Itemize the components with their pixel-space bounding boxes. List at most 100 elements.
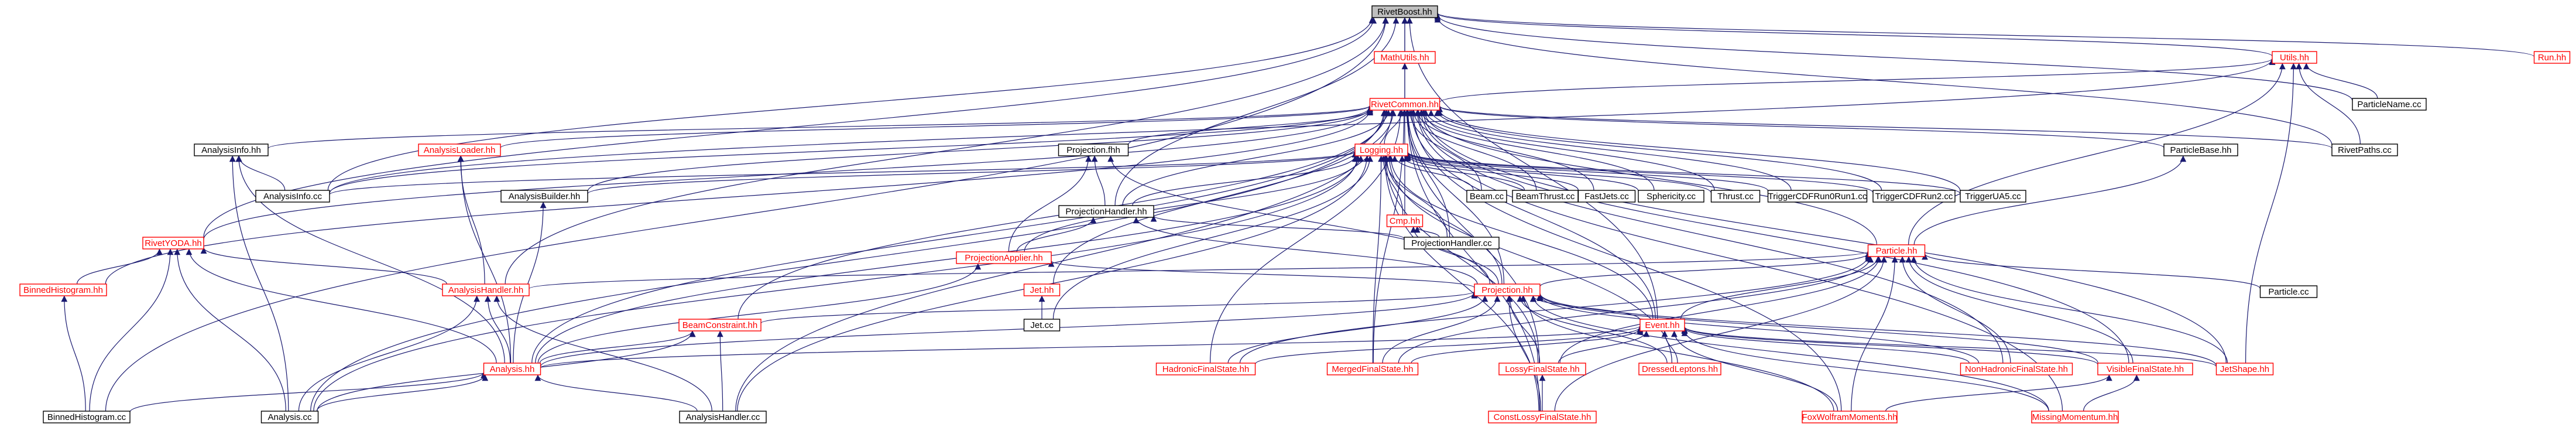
node-box <box>1577 190 1636 203</box>
node-jet-hh[interactable]: Jet.hh <box>1023 283 1061 296</box>
node-label: BinnedHistogram.hh <box>23 285 103 295</box>
node-missingmomentum-hh[interactable]: MissingMomentum.hh <box>2031 411 2119 423</box>
node-run-hh[interactable]: Run.hh <box>2533 51 2571 64</box>
edge-hadronicfinalstate-hh-to-event-hh <box>1254 327 1644 365</box>
node-label: ProjectionHandler.cc <box>1411 238 1492 248</box>
node-projectionhandler-hh[interactable]: ProjectionHandler.hh <box>1058 205 1154 218</box>
node-label: BinnedHistogram.cc <box>47 412 126 422</box>
edge-jet-hh-to-rivetcommon-hh <box>1053 110 1397 285</box>
edge-rivetcommon-hh-to-utils-hh <box>1439 58 2276 103</box>
node-fastjets-cc[interactable]: FastJets.cc <box>1577 190 1636 203</box>
edge-nonhadronicfinalstate-hh-to-projection-hh <box>1536 295 1980 364</box>
node-particlebase-hh[interactable]: ParticleBase.hh <box>2163 143 2238 156</box>
node-visiblefinalstate-hh[interactable]: VisibleFinalState.hh <box>2097 363 2193 375</box>
node-logging-hh[interactable]: Logging.hh <box>1354 143 1408 156</box>
edge-rivetpaths-cc-to-rivetboost-hh <box>1434 16 2333 145</box>
node-thrust-cc[interactable]: Thrust.cc <box>1710 190 1761 203</box>
node-box <box>43 411 131 423</box>
edge-analysis-cc-to-analysishandler-hh <box>298 295 480 412</box>
node-beamthrust-cc[interactable]: BeamThrust.cc <box>1512 190 1579 203</box>
node-projection-fhh[interactable]: Projection.fhh <box>1058 143 1129 156</box>
node-sphericity-cc[interactable]: Sphericity.cc <box>1638 190 1704 203</box>
node-rivetboost-hh[interactable]: RivetBoost.hh <box>1371 5 1438 18</box>
node-box <box>1058 143 1129 156</box>
edge-triggerua5-cc-to-logging-hh <box>1404 151 1961 194</box>
node-projectionhandler-cc[interactable]: ProjectionHandler.cc <box>1404 237 1500 250</box>
node-foxwolframmoments-hh[interactable]: FoxWolframMoments.hh <box>1802 411 1898 423</box>
edge-jetshape-hh-to-projection-hh <box>1536 293 2217 366</box>
node-utils-hh[interactable]: Utils.hh <box>2272 51 2317 64</box>
node-analysisinfo-hh[interactable]: AnalysisInfo.hh <box>194 143 269 156</box>
edge-analysis-cc-to-logging-hh <box>313 155 1361 412</box>
node-dressedleptons-hh[interactable]: DressedLeptons.hh <box>1638 363 1721 375</box>
edge-projection-hh-to-cmp-hh <box>1410 226 1499 285</box>
edge-projectionhandler-cc-to-rivetcommon-hh <box>1404 110 1450 238</box>
edge-analysis-hh-to-analysisbuilder-hh <box>513 201 547 364</box>
node-binnedhistogram-cc[interactable]: BinnedHistogram.cc <box>43 411 131 423</box>
node-label: Projection.fhh <box>1066 145 1120 155</box>
node-triggercdfrun2-cc[interactable]: TriggerCDFRun2.cc <box>1872 190 1956 203</box>
node-label: Logging.hh <box>1360 145 1403 155</box>
edge-analysisbuilder-hh-to-logging-hh <box>587 151 1359 194</box>
node-triggerua5-cc[interactable]: TriggerUA5.cc <box>1960 190 2026 203</box>
node-binnedhistogram-hh[interactable]: BinnedHistogram.hh <box>19 283 107 296</box>
node-analysisbuilder-hh[interactable]: AnalysisBuilder.hh <box>500 190 588 203</box>
node-jetshape-hh[interactable]: JetShape.hh <box>2215 363 2274 375</box>
node-analysis-hh[interactable]: Analysis.hh <box>483 363 541 375</box>
node-beam-cc[interactable]: Beam.cc <box>1466 190 1507 203</box>
node-particlename-cc[interactable]: ParticleName.cc <box>2352 98 2427 111</box>
node-label: ConstLossyFinalState.hh <box>1494 412 1591 422</box>
node-rivetpaths-cc[interactable]: RivetPaths.cc <box>2331 143 2398 156</box>
node-jet-cc[interactable]: Jet.cc <box>1023 319 1061 332</box>
node-label: AnalysisLoader.hh <box>424 145 496 155</box>
edge-binnedhistogram-hh-to-rivetcommon-hh <box>105 108 1373 285</box>
node-mergedfinalstate-hh[interactable]: MergedFinalState.hh <box>1326 363 1419 375</box>
edge-dressedleptons-hh-to-projection-hh <box>1517 295 1668 364</box>
edge-mergedfinalstate-hh-to-particle-hh <box>1398 256 1874 364</box>
edge-triggercdfrun0run1-cc-to-rivetcommon-hh <box>1428 110 1792 191</box>
node-beamconstraint-hh[interactable]: BeamConstraint.hh <box>678 319 762 332</box>
edge-constlossyfinalstate-hh-to-particle-hh <box>1554 256 1888 412</box>
node-rivetcommon-hh[interactable]: RivetCommon.hh <box>1369 98 1440 111</box>
edge-projectionhandler-cc-to-projectionhandler-hh <box>1150 215 1405 240</box>
node-box <box>142 237 204 250</box>
node-hadronicfinalstate-hh[interactable]: HadronicFinalState.hh <box>1155 363 1256 375</box>
node-constlossyfinalstate-hh[interactable]: ConstLossyFinalState.hh <box>1488 411 1597 423</box>
edge-projectionapplier-hh-to-projection-fhh <box>1008 155 1092 252</box>
edge-foxwolframmoments-hh-to-projection-hh <box>1519 295 1834 412</box>
node-nonhadronicfinalstate-hh[interactable]: NonHadronicFinalState.hh <box>1960 363 2073 375</box>
node-triggercdfrun0run1-cc[interactable]: TriggerCDFRun0Run1.cc <box>1767 190 1868 203</box>
node-label: AnalysisInfo.hh <box>201 145 261 155</box>
node-mathutils-hh[interactable]: MathUtils.hh <box>1374 51 1436 64</box>
edge-analysis-hh-to-rivetcommon-hh <box>531 110 1388 364</box>
node-analysishandler-hh[interactable]: AnalysisHandler.hh <box>442 283 530 296</box>
node-box <box>1867 244 1926 257</box>
node-box <box>1710 190 1761 203</box>
edge-particlename-cc-to-utils-hh <box>2303 63 2378 99</box>
node-analysis-cc[interactable]: Analysis.cc <box>260 411 319 423</box>
edge-sphericity-cc-to-rivetcommon-hh <box>1418 110 1655 191</box>
node-rivetyoda-hh[interactable]: RivetYODA.hh <box>142 237 204 250</box>
edge-lossyfinalstate-hh-to-particle-hh <box>1559 256 1882 364</box>
node-box <box>19 283 107 296</box>
node-box <box>1488 411 1597 423</box>
node-box <box>2352 98 2427 111</box>
edge-cmp-hh-to-logging-hh <box>1380 155 1404 216</box>
node-lossyfinalstate-hh[interactable]: LossyFinalState.hh <box>1498 363 1586 375</box>
edge-projectionhandler-hh-to-rivetcommon-hh <box>1122 110 1392 206</box>
node-label: MissingMomentum.hh <box>2032 412 2118 422</box>
node-cmp-hh[interactable]: Cmp.hh <box>1386 214 1424 227</box>
node-label: ProjectionHandler.hh <box>1065 207 1147 217</box>
node-analysisloader-hh[interactable]: AnalysisLoader.hh <box>418 143 501 156</box>
node-projectionapplier-hh[interactable]: ProjectionApplier.hh <box>956 251 1052 264</box>
node-analysishandler-cc[interactable]: AnalysisHandler.cc <box>679 411 767 423</box>
edge-thrust-cc-to-logging-hh <box>1404 153 1712 193</box>
node-label: DressedLeptons.hh <box>1642 364 1718 374</box>
edge-analysishandler-cc-to-logging-hh <box>737 155 1370 412</box>
node-event-hh[interactable]: Event.hh <box>1639 319 1685 332</box>
node-particle-hh[interactable]: Particle.hh <box>1867 244 1926 257</box>
node-projection-hh[interactable]: Projection.hh <box>1474 283 1541 296</box>
node-analysisinfo-cc[interactable]: AnalysisInfo.cc <box>255 190 330 203</box>
node-particle-cc[interactable]: Particle.cc <box>2259 285 2318 298</box>
